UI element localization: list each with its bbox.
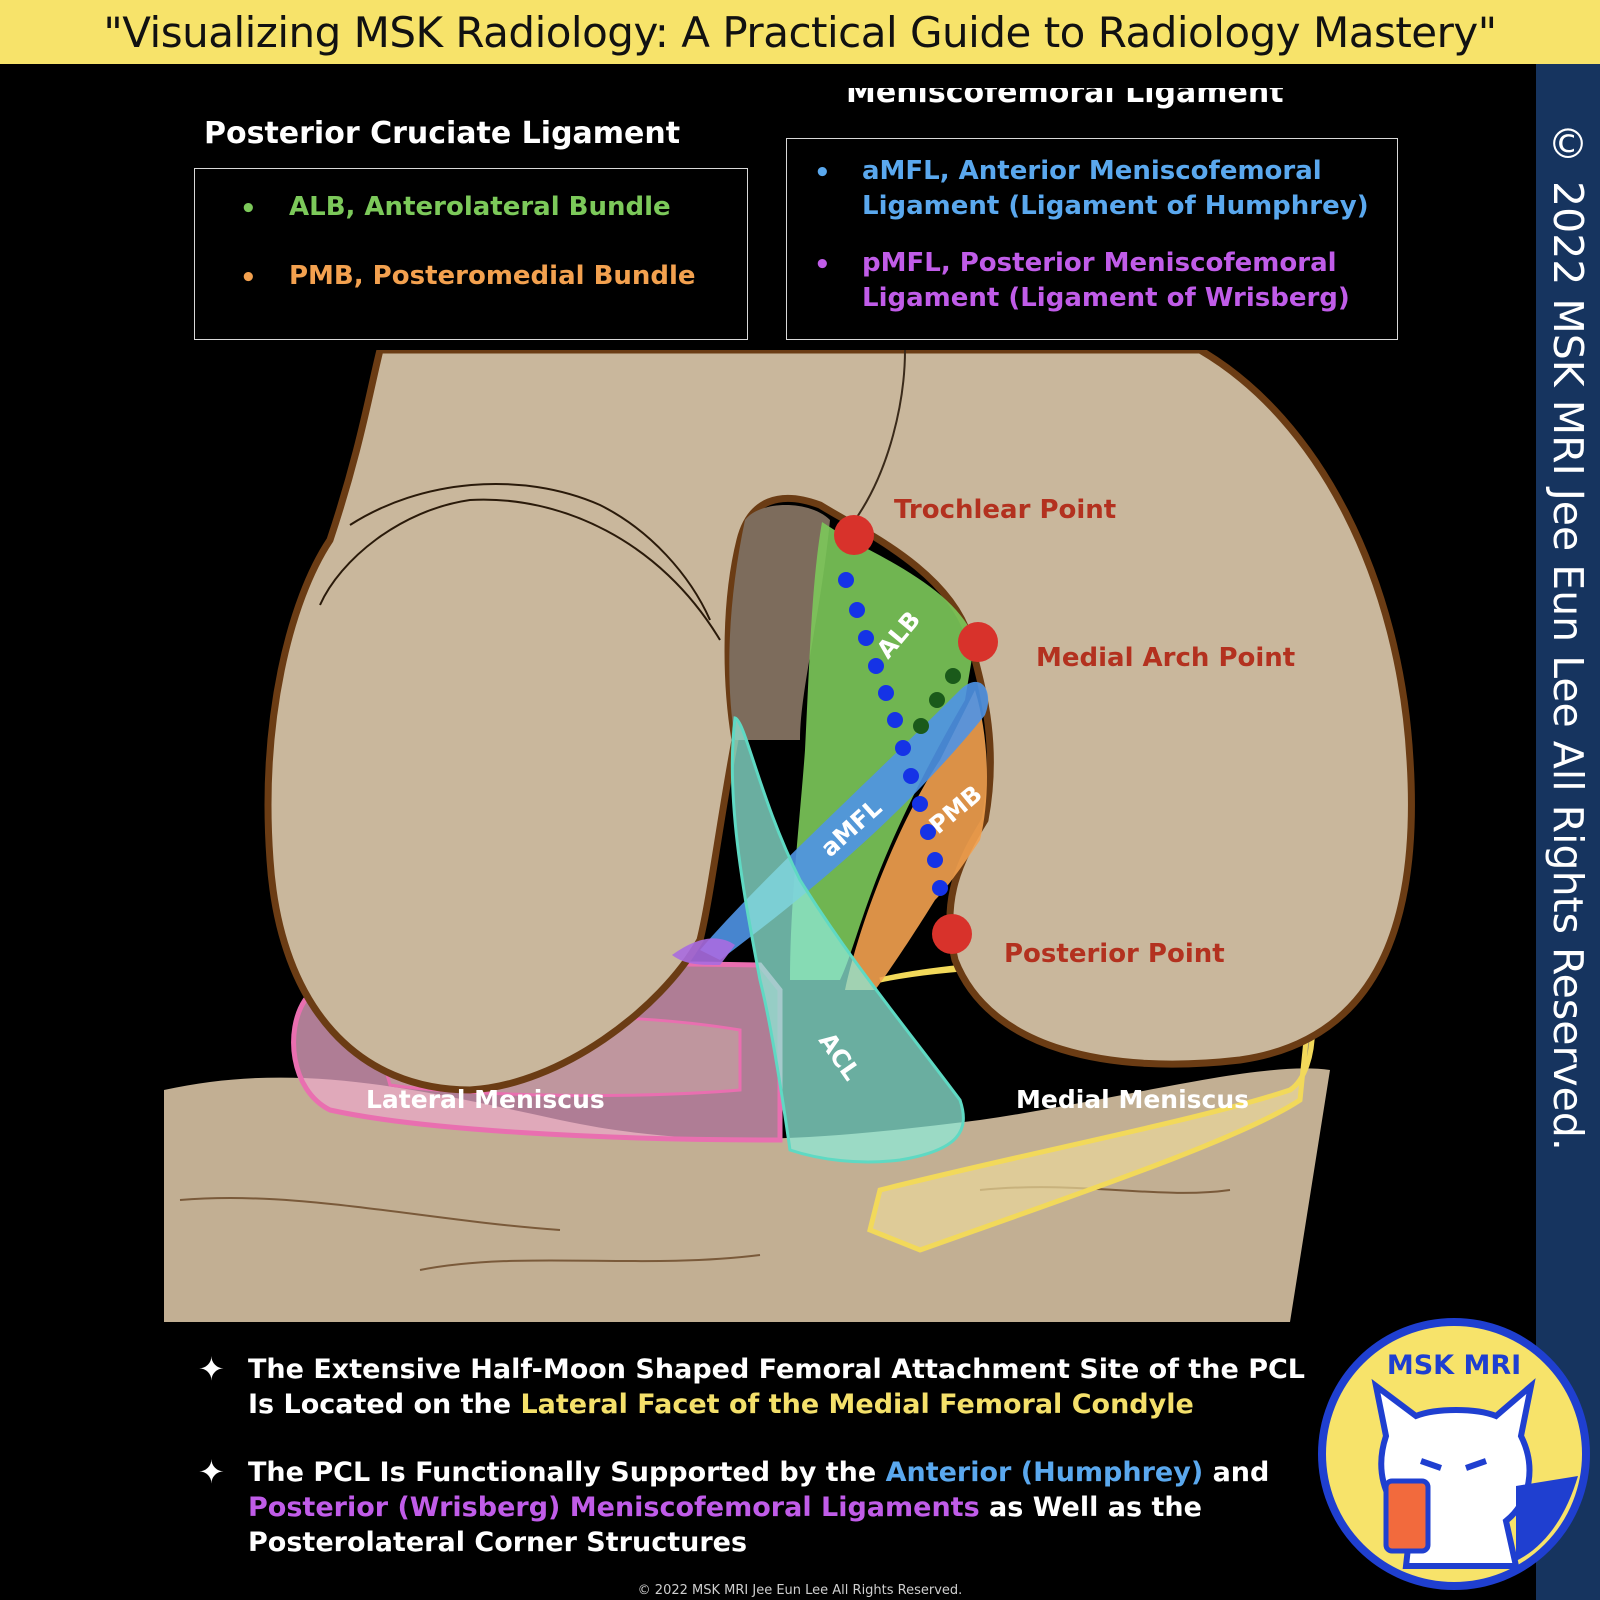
side-copyright-text: © 2022 MSK MRI Jee Eun Lee All Rights Re… <box>1544 120 1592 1151</box>
logo-text: MSK MRI <box>1386 1350 1522 1381</box>
page-title-bar: "Visualizing MSK Radiology: A Practical … <box>0 0 1600 64</box>
intercondylar-notch <box>729 505 830 740</box>
posterior-point-marker <box>932 914 972 954</box>
amfl-legend-item: aMFL, Anterior Meniscofemoral Ligament (… <box>862 156 1369 221</box>
trochlear-groove-line <box>854 350 906 521</box>
acl-shape <box>730 716 965 1164</box>
alb-legend-item: ALB, Anterolateral Bundle <box>289 192 671 222</box>
pmb-bundle-shape <box>845 690 987 990</box>
alb-dotted-line <box>838 572 948 896</box>
pcl-legend-title: Posterior Cruciate Ligament <box>204 116 681 151</box>
pcl-legend-box <box>194 168 748 340</box>
pmb-dotted-line <box>913 668 961 734</box>
amfl-bullet: • <box>814 158 831 188</box>
mfl-legend-title: Meniscofemoral Ligament <box>846 88 1284 110</box>
medial-meniscus-label: Medial Meniscus <box>1016 1085 1249 1114</box>
medial-arch-point-marker <box>958 622 998 662</box>
page-title: "Visualizing MSK Radiology: A Practical … <box>103 7 1497 57</box>
pmb-bullet: • <box>240 263 257 293</box>
femur-shape <box>264 350 1415 1094</box>
pmfl-bullet: • <box>814 250 831 280</box>
copyright-band <box>1536 64 1600 1600</box>
tibia-shape <box>164 1068 1330 1322</box>
footer-copyright: © 2022 MSK MRI Jee Eun Lee All Rights Re… <box>637 1583 963 1598</box>
trochlear-point-marker <box>834 515 874 555</box>
lateral-condyle-contour <box>319 498 721 641</box>
pmfl-shape <box>672 938 735 965</box>
note-1: The Extensive Half-Moon Shaped Femoral A… <box>248 1354 1306 1420</box>
cat-eyes <box>1420 1458 1487 1471</box>
note-2-star-icon: ✦ <box>198 1453 225 1491</box>
medial-arch-point-label: Medial Arch Point <box>1036 643 1295 673</box>
trochlear-point-label: Trochlear Point <box>894 495 1116 525</box>
note-1-star-icon: ✦ <box>198 1350 225 1388</box>
cape <box>1516 1476 1578 1561</box>
msk-mri-logo <box>1318 1318 1590 1590</box>
posterior-point-label: Posterior Point <box>1004 939 1225 969</box>
pmfl-legend-item: pMFL, Posterior Meniscofemoral Ligament … <box>862 248 1350 313</box>
lateral-condyle-contour-2 <box>349 482 711 621</box>
alb-bullet: • <box>240 194 257 224</box>
pmb-legend-item: PMB, Posteromedial Bundle <box>289 261 696 291</box>
note-2: The PCL Is Functionally Supported by the… <box>248 1457 1270 1558</box>
lateral-meniscus-label: Lateral Meniscus <box>366 1085 605 1114</box>
mfl-legend-box <box>786 138 1398 340</box>
phone-icon <box>1383 1478 1431 1554</box>
